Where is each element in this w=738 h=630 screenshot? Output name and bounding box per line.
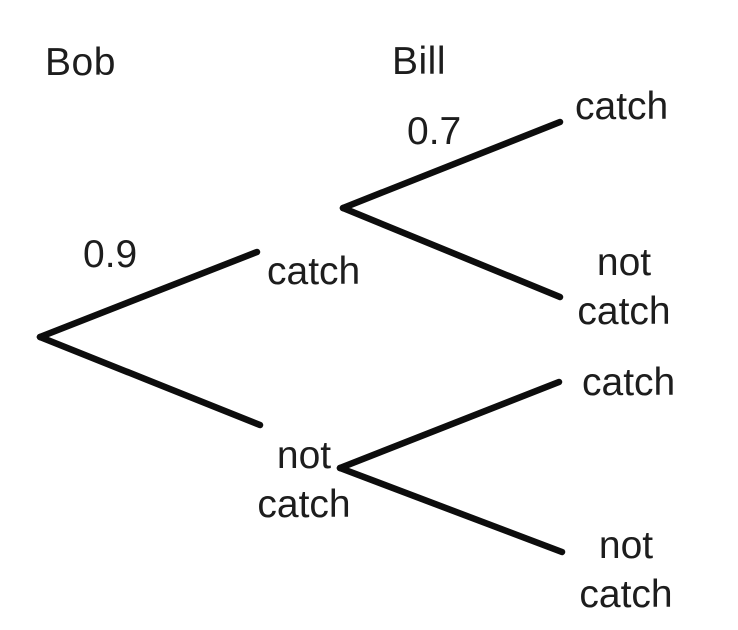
- outcome-bill-not-catch-after-not-catch-line1: not: [598, 524, 654, 567]
- outcome-bill-catch-after-catch: catch: [575, 85, 669, 128]
- header-bob: Bob: [45, 41, 116, 84]
- outcome-bill-not-catch-after-not-catch-line2: catch: [579, 573, 673, 617]
- branch-bill-not-catch-after-not-catch-line: [336, 464, 566, 556]
- branch-bill-catch-after-not-catch-line: [336, 378, 563, 472]
- outcome-bill-catch-after-not-catch: catch: [582, 361, 676, 404]
- outcome-bill-not-catch-after-catch: not catch: [559, 238, 689, 336]
- probability-bob-catch: 0.9: [83, 233, 138, 276]
- branch-bill-not-catch-after-catch-line: [339, 204, 564, 301]
- outcome-bill-not-catch-after-catch-line2: catch: [577, 290, 671, 334]
- outcome-bob-not-catch-line1: not: [276, 434, 332, 477]
- branch-bill-catch-after-catch-line: [339, 118, 564, 212]
- outcome-bill-not-catch-after-not-catch: not catch: [561, 521, 691, 619]
- branch-bob-catch-line: [36, 248, 261, 341]
- probability-bill-catch: 0.7: [407, 110, 462, 153]
- header-bill: Bill: [392, 40, 447, 83]
- outcome-bill-not-catch-after-catch-line1: not: [596, 241, 652, 284]
- outcome-bob-catch: catch: [267, 250, 361, 293]
- branch-bob-not-catch-line: [36, 333, 264, 429]
- outcome-bob-not-catch: not catch: [239, 431, 369, 529]
- outcome-bob-not-catch-line2: catch: [257, 483, 351, 527]
